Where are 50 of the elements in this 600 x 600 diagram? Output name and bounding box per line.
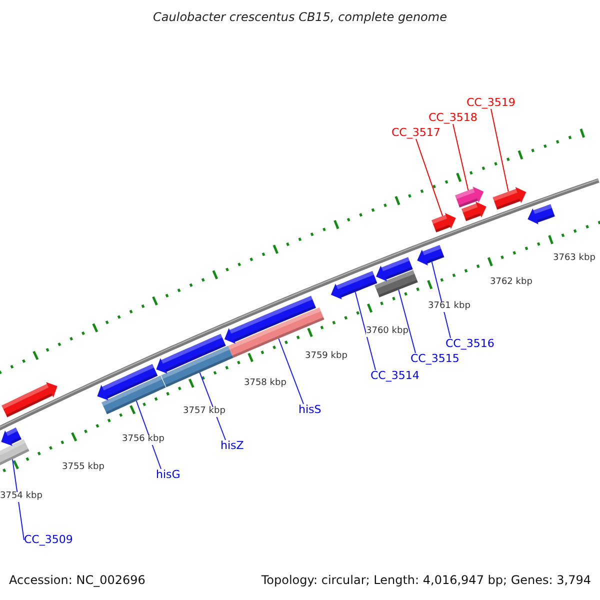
gene-label: CC_3515 (410, 353, 460, 366)
leader-line (398, 289, 416, 354)
scale-label: 3756 kbp (122, 435, 164, 445)
scale-label: 3763 kbp (553, 254, 596, 264)
gene-label: CC_3517 (392, 127, 440, 140)
leader-line (354, 291, 376, 370)
scale-label: 3754 kbp (0, 492, 42, 502)
gene-label: hisG (156, 469, 180, 482)
gene-label: CC_3519 (466, 97, 516, 110)
gene-block (330, 271, 378, 300)
gene-block (97, 364, 158, 400)
leader-line (452, 124, 469, 191)
gene-bar (102, 376, 166, 414)
leader-line (136, 400, 162, 470)
accession-text: Accession: NC_002696 (9, 574, 146, 588)
leader-line (199, 372, 226, 440)
gene-label: hisZ (220, 440, 244, 452)
genome-info-text: Topology: circular; Length: 4,016,947 bp; Genes: 3,794 (261, 574, 591, 588)
scale-label: 3758 kbp (244, 379, 286, 389)
leader-line (278, 338, 304, 404)
gene-block (417, 244, 444, 266)
gene-bar (374, 270, 418, 298)
scale-label: 3760 kbp (366, 327, 408, 337)
leader-line (416, 138, 444, 217)
title: Caulobacter crescentus CB15, complete genome (152, 11, 448, 24)
gene-block (462, 202, 486, 222)
scale-label: 3762 kbp (490, 278, 532, 288)
scale-label: 3759 kbp (305, 352, 348, 362)
gene-label: hisS (298, 404, 322, 416)
gene-block (492, 187, 526, 210)
leader-line (490, 108, 509, 192)
scale-label: 3755 kbp (62, 463, 104, 473)
gene-block (455, 186, 484, 208)
scale-label: 3761 kbp (428, 302, 470, 312)
gene-block (432, 213, 456, 232)
gene-bar (0, 439, 30, 468)
gene-block (1, 428, 22, 446)
gene-block (528, 204, 555, 224)
gene-block (156, 334, 226, 374)
leader-line (431, 261, 451, 338)
gene-label: CC_3509 (24, 534, 73, 546)
gene-block (376, 257, 413, 282)
gene-bar (161, 346, 234, 388)
gene-label: CC_3514 (370, 370, 420, 382)
gene-label: CC_3518 (428, 112, 478, 124)
scale-label: 3757 kbp (183, 407, 226, 417)
leader-line (12, 458, 24, 540)
gene-label: CC_3516 (446, 338, 494, 350)
gene-block (224, 296, 316, 344)
gene-block (2, 382, 58, 418)
